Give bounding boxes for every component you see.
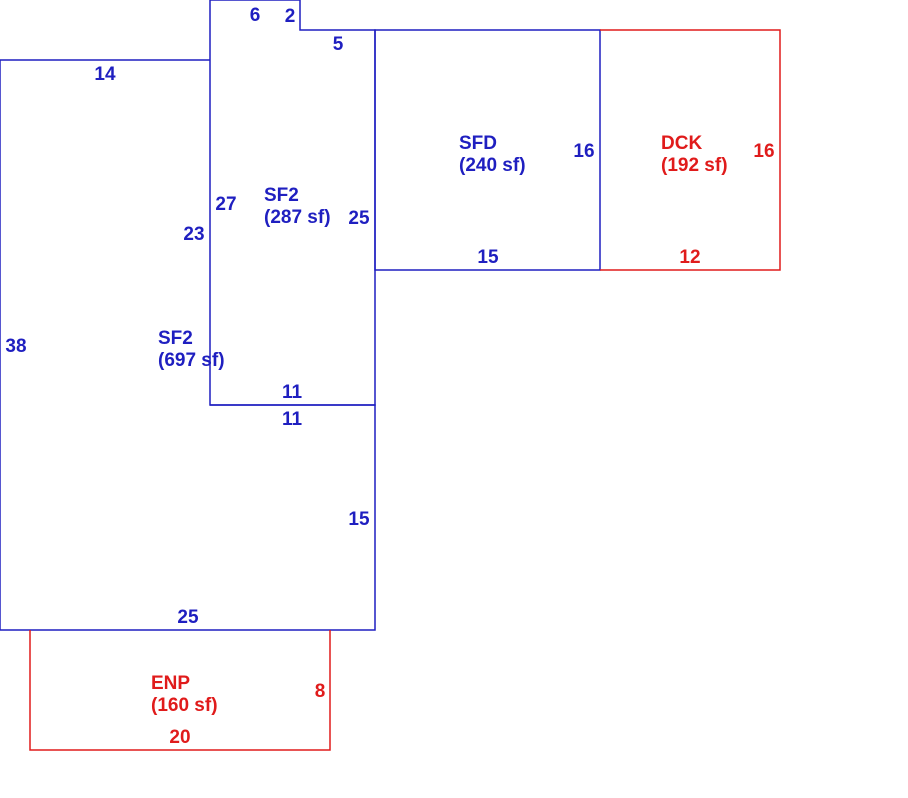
dimension-label: 14	[94, 64, 116, 85]
dimension-label: 8	[315, 681, 326, 702]
sfd-area-label: (240 sf)	[459, 155, 526, 176]
dck-outline	[600, 29, 781, 271]
sfd-outline	[374, 29, 601, 271]
dimension-label: 5	[333, 34, 344, 55]
dimension-label: 27	[215, 194, 236, 215]
dimension-label: 25	[348, 208, 370, 229]
dimension-label: 25	[177, 607, 199, 628]
dimension-label: 15	[348, 509, 370, 530]
dimension-label: 15	[477, 247, 499, 268]
dimension-label: 12	[679, 247, 700, 268]
sfd-code-label: SFD	[459, 133, 497, 154]
dck-code-label: DCK	[661, 133, 702, 154]
sf2-upper-area-label: (287 sf)	[264, 207, 331, 228]
sf2-upper-outline	[209, 0, 376, 406]
dimension-label: 16	[753, 141, 774, 162]
dimension-label: 2	[285, 6, 296, 27]
dck-area-label: (192 sf)	[661, 155, 728, 176]
dimension-label: 11	[282, 382, 303, 403]
dimension-label: 20	[169, 727, 190, 748]
enp-area-label: (160 sf)	[151, 695, 218, 716]
enp-code-label: ENP	[151, 673, 190, 694]
dimension-label: 23	[183, 224, 204, 245]
sf2-main-code-label: SF2	[158, 328, 193, 349]
dimension-label: 16	[573, 141, 594, 162]
sf2-main-area-label: (697 sf)	[158, 350, 225, 371]
enp-outline	[29, 630, 331, 751]
dimension-label: 38	[5, 336, 26, 357]
dimension-label: 6	[250, 5, 261, 26]
dimension-label: 11	[282, 409, 303, 430]
sf2-upper-code-label: SF2	[264, 185, 299, 206]
